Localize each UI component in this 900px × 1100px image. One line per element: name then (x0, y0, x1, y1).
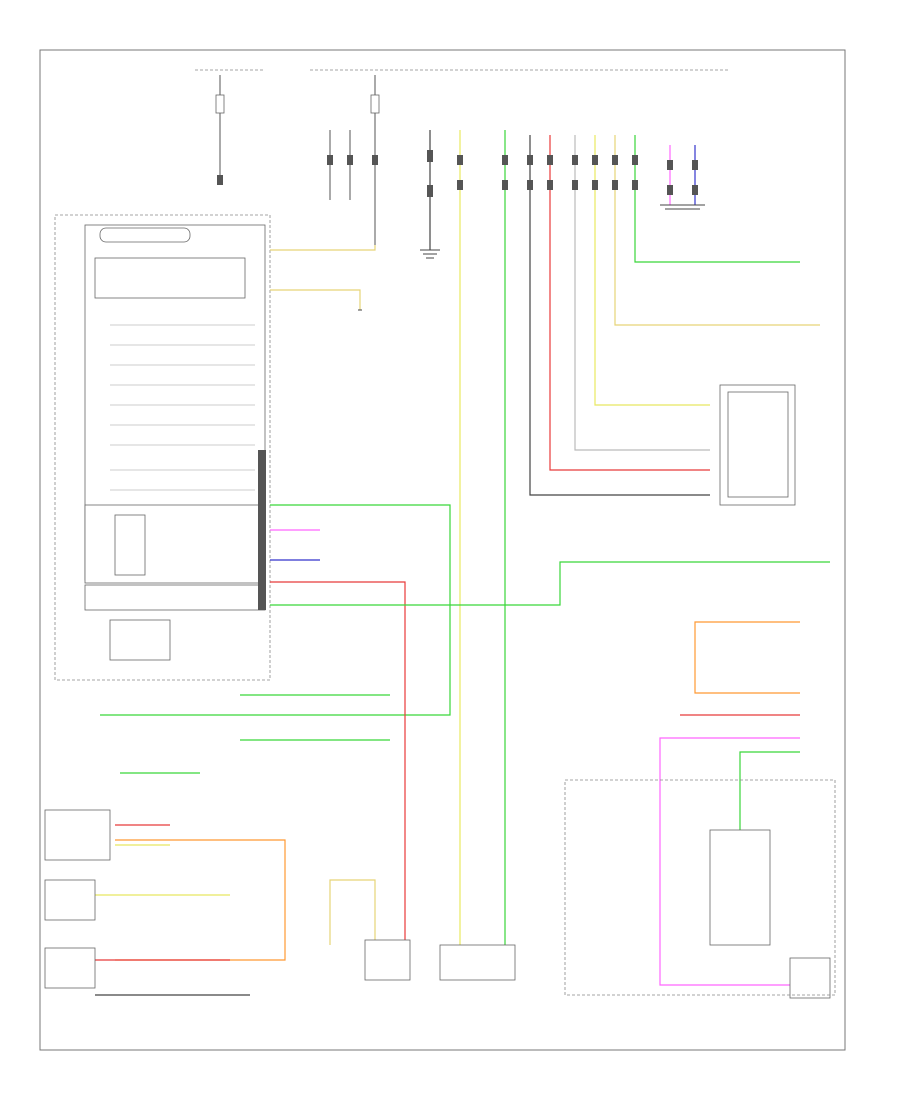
brake-fluid-switch (44, 879, 96, 921)
ground-points (358, 204, 705, 311)
door-switch-box (789, 957, 831, 999)
driver-belt-switch (44, 947, 96, 989)
module-connector-top (99, 227, 191, 243)
diagram-frame (39, 49, 846, 1051)
parking-brake-switch (364, 939, 411, 981)
seat-track-sensor (439, 944, 516, 981)
lower-right-sensor (709, 829, 771, 946)
wire-harness (95, 130, 830, 996)
fuse-1 (215, 94, 225, 114)
gauge-control-module (54, 214, 271, 681)
fuse-2 (370, 94, 380, 114)
components (44, 779, 836, 999)
power-supply-section (195, 69, 730, 245)
passenger-belt-switch (44, 809, 111, 861)
